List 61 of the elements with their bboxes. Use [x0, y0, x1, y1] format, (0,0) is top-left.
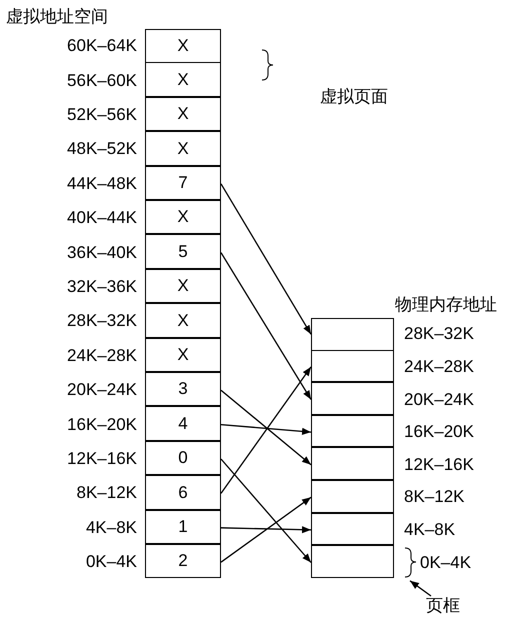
page-frame	[311, 447, 394, 480]
page-cell: X	[145, 338, 221, 372]
address-range: 28K–32K	[66, 311, 137, 332]
address-range: 12K–16K	[404, 454, 474, 475]
page-cell: 7	[145, 166, 221, 200]
label: 虚拟地址空间	[6, 6, 108, 28]
address-range: 24K–28K	[404, 356, 474, 377]
page-cell: 0	[145, 440, 221, 476]
address-range: 20K–24K	[404, 390, 474, 410]
leader-line	[410, 580, 432, 597]
page-cell: X	[145, 200, 221, 234]
label: 物理内存地址	[395, 294, 497, 316]
page-frame	[311, 545, 394, 578]
page-cell: 3	[145, 372, 221, 406]
page-cell: X	[145, 131, 221, 166]
page-cell: 4	[145, 406, 221, 441]
address-range: 32K–36K	[66, 277, 137, 297]
label: 页框	[425, 594, 461, 618]
address-range: 60K–64K	[66, 36, 137, 56]
address-range: 4K–8K	[404, 520, 456, 540]
arrow	[220, 424, 312, 435]
page-frame	[311, 512, 394, 546]
address-range: 12K–16K	[66, 449, 137, 469]
arrow	[220, 458, 312, 563]
page-cell: X	[145, 268, 221, 304]
address-range: 48K–52K	[66, 139, 137, 160]
address-range: 0K–4K	[420, 552, 472, 572]
page-cell: X	[145, 303, 221, 338]
address-range: 16K–20K	[66, 414, 137, 435]
address-range: 4K–8K	[84, 518, 137, 538]
page-cell: 6	[145, 475, 221, 510]
page-cell: 1	[145, 510, 221, 544]
page-cell: 2	[145, 544, 221, 578]
page-cell: X	[145, 29, 221, 64]
address-range: 24K–28K	[66, 346, 137, 366]
address-range: 40K–44K	[66, 208, 137, 228]
arrow	[220, 526, 312, 534]
address-range: 36K–40K	[66, 242, 137, 263]
address-range: 20K–24K	[66, 380, 137, 400]
page-frame	[311, 318, 394, 351]
page-cell: 5	[145, 234, 221, 269]
arrow	[220, 366, 312, 494]
page-cell: X	[145, 62, 221, 97]
address-range: 28K–32K	[404, 324, 474, 344]
address-range: 8K–12K	[76, 483, 137, 504]
address-range: 44K–48K	[66, 174, 137, 194]
address-range: 16K–20K	[404, 422, 474, 442]
page-cell: X	[145, 96, 221, 132]
page-frame	[311, 350, 394, 382]
arrow	[220, 390, 312, 466]
address-range: 56K–60K	[66, 70, 137, 91]
address-range: 52K–56K	[66, 105, 137, 125]
page-frame	[311, 382, 394, 415]
label: 虚拟页面	[320, 86, 388, 108]
arrow	[220, 496, 312, 563]
arrow	[220, 252, 312, 400]
page-frame	[311, 480, 394, 513]
address-range: 8K–12K	[404, 487, 464, 508]
page-frame	[311, 414, 394, 448]
address-range: 0K–4K	[84, 552, 137, 572]
arrow	[220, 183, 312, 335]
